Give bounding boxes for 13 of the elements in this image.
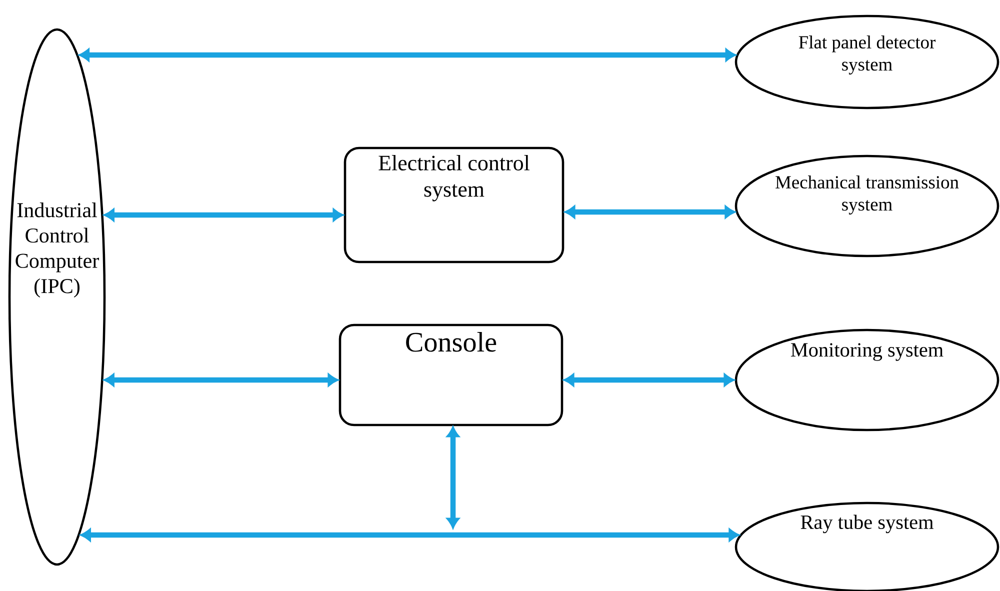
double-arrow [564, 206, 736, 218]
ellipse-node: Mechanical transmission system [734, 154, 1000, 258]
process-box: Electrical control system [344, 146, 564, 264]
ellipse-node: Monitoring system [734, 328, 1000, 432]
double-arrow [104, 208, 344, 222]
double-arrow [446, 426, 460, 528]
double-arrow [104, 374, 338, 386]
double-arrow [564, 374, 734, 386]
ellipse-node: Flat panel detector system [734, 14, 1000, 110]
double-arrow [79, 48, 736, 62]
ellipse-node: Industrial Control Computer (IPC) [8, 28, 106, 566]
process-box: Console [338, 324, 564, 426]
double-arrow [80, 528, 740, 542]
